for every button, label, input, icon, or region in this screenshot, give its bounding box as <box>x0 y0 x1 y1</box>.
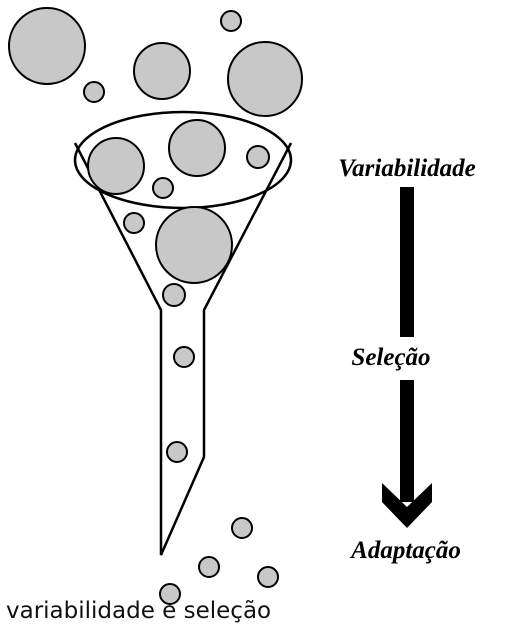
funnel-body <box>73 142 293 556</box>
arrow-shaft-lower <box>400 380 414 502</box>
figure-caption: variabilidade e seleção <box>6 598 272 624</box>
particle <box>8 7 86 85</box>
particle <box>162 283 186 307</box>
particle <box>246 145 270 169</box>
particle <box>231 517 253 539</box>
particle <box>168 119 226 177</box>
particles-above-funnel <box>8 7 303 117</box>
particle <box>155 206 233 284</box>
label-variabilidade: Variabilidade <box>338 155 476 182</box>
particle <box>198 556 220 578</box>
particle <box>87 137 145 195</box>
particle <box>257 566 279 588</box>
particle <box>173 346 195 368</box>
particle <box>152 177 174 199</box>
particle <box>220 10 242 32</box>
particle <box>159 583 181 605</box>
particle <box>166 441 188 463</box>
particle <box>123 212 145 234</box>
label-adaptacao: Adaptação <box>349 537 461 564</box>
arrow-shaft-upper <box>400 187 414 337</box>
particle <box>133 42 191 100</box>
label-selecao: Seleção <box>351 344 430 371</box>
particle <box>83 81 105 103</box>
particles-in-funnel <box>87 119 270 463</box>
particles-below-funnel <box>159 517 279 605</box>
particle <box>227 41 303 117</box>
arrow-head <box>382 483 432 528</box>
